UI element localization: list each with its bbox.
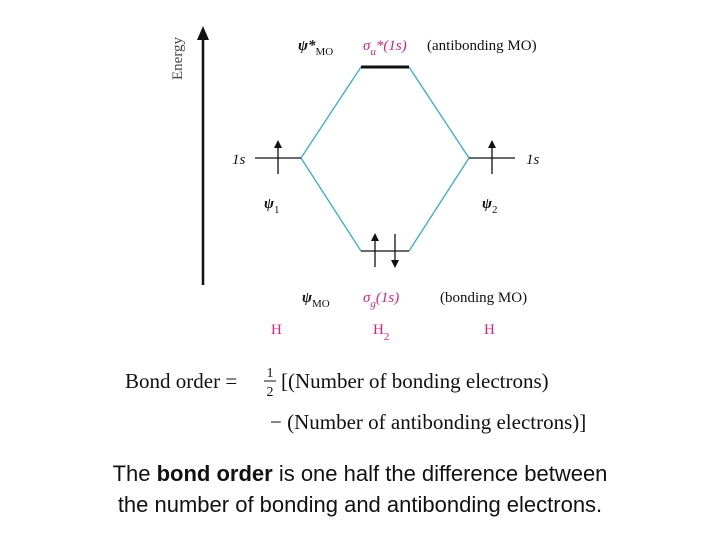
psi1-label: ψ1: [264, 196, 280, 216]
connector-bonding-to-right: [408, 157, 470, 252]
antibonding-psi-label: ψ*MO: [298, 38, 333, 58]
connector-left-to-bonding: [300, 157, 362, 252]
molecule-label: H2: [373, 322, 389, 343]
caption-line-1: The bond order is one half the differenc…: [112, 461, 608, 486]
bond-order-line2: − (Number of antibonding electrons)]: [270, 410, 586, 434]
connector-antibonding-to-right: [408, 66, 470, 159]
caption-line-2: the number of bonding and antibonding el…: [117, 492, 603, 517]
bonding-electron-down-arrow: [391, 234, 399, 268]
antibonding-description: (antibonding MO): [427, 38, 537, 54]
bonding-sigma-label: σg(1s): [363, 290, 399, 310]
bond-order-formula: Bond order = 1 2 [(Number of bonding ele…: [125, 366, 586, 434]
electron-right-up-arrow: [488, 140, 496, 174]
right-orbital-label: 1s: [526, 152, 540, 168]
left-atom-label: H: [271, 322, 282, 338]
bond-order-lhs: Bond order =: [125, 369, 237, 393]
caption-emphasis: bond order: [156, 461, 273, 486]
bonding-electron-up-arrow: [371, 233, 379, 267]
energy-axis-arrowhead: [197, 26, 209, 40]
psi2-label: ψ2: [482, 196, 498, 216]
bond-order-line1: [(Number of bonding electrons): [281, 369, 549, 393]
fraction-denominator: 2: [267, 385, 274, 400]
caption: The bond order is one half the differenc…: [0, 458, 720, 520]
bonding-description: (bonding MO): [440, 290, 527, 306]
antibonding-sigma-label: σu*(1s): [363, 38, 407, 58]
bonding-psi-label: ψMO: [302, 290, 330, 310]
connector-lines: [300, 66, 470, 252]
electron-left-up-arrow: [274, 140, 282, 174]
energy-axis-label: Energy: [170, 36, 186, 80]
mo-diagram: Energy ψ*MO σu*(1s) (antibonding MO) 1s …: [125, 26, 586, 434]
connector-left-to-antibonding: [300, 66, 362, 159]
right-atom-label: H: [484, 322, 495, 338]
fraction-numerator: 1: [267, 366, 274, 381]
left-orbital-label: 1s: [232, 152, 246, 168]
